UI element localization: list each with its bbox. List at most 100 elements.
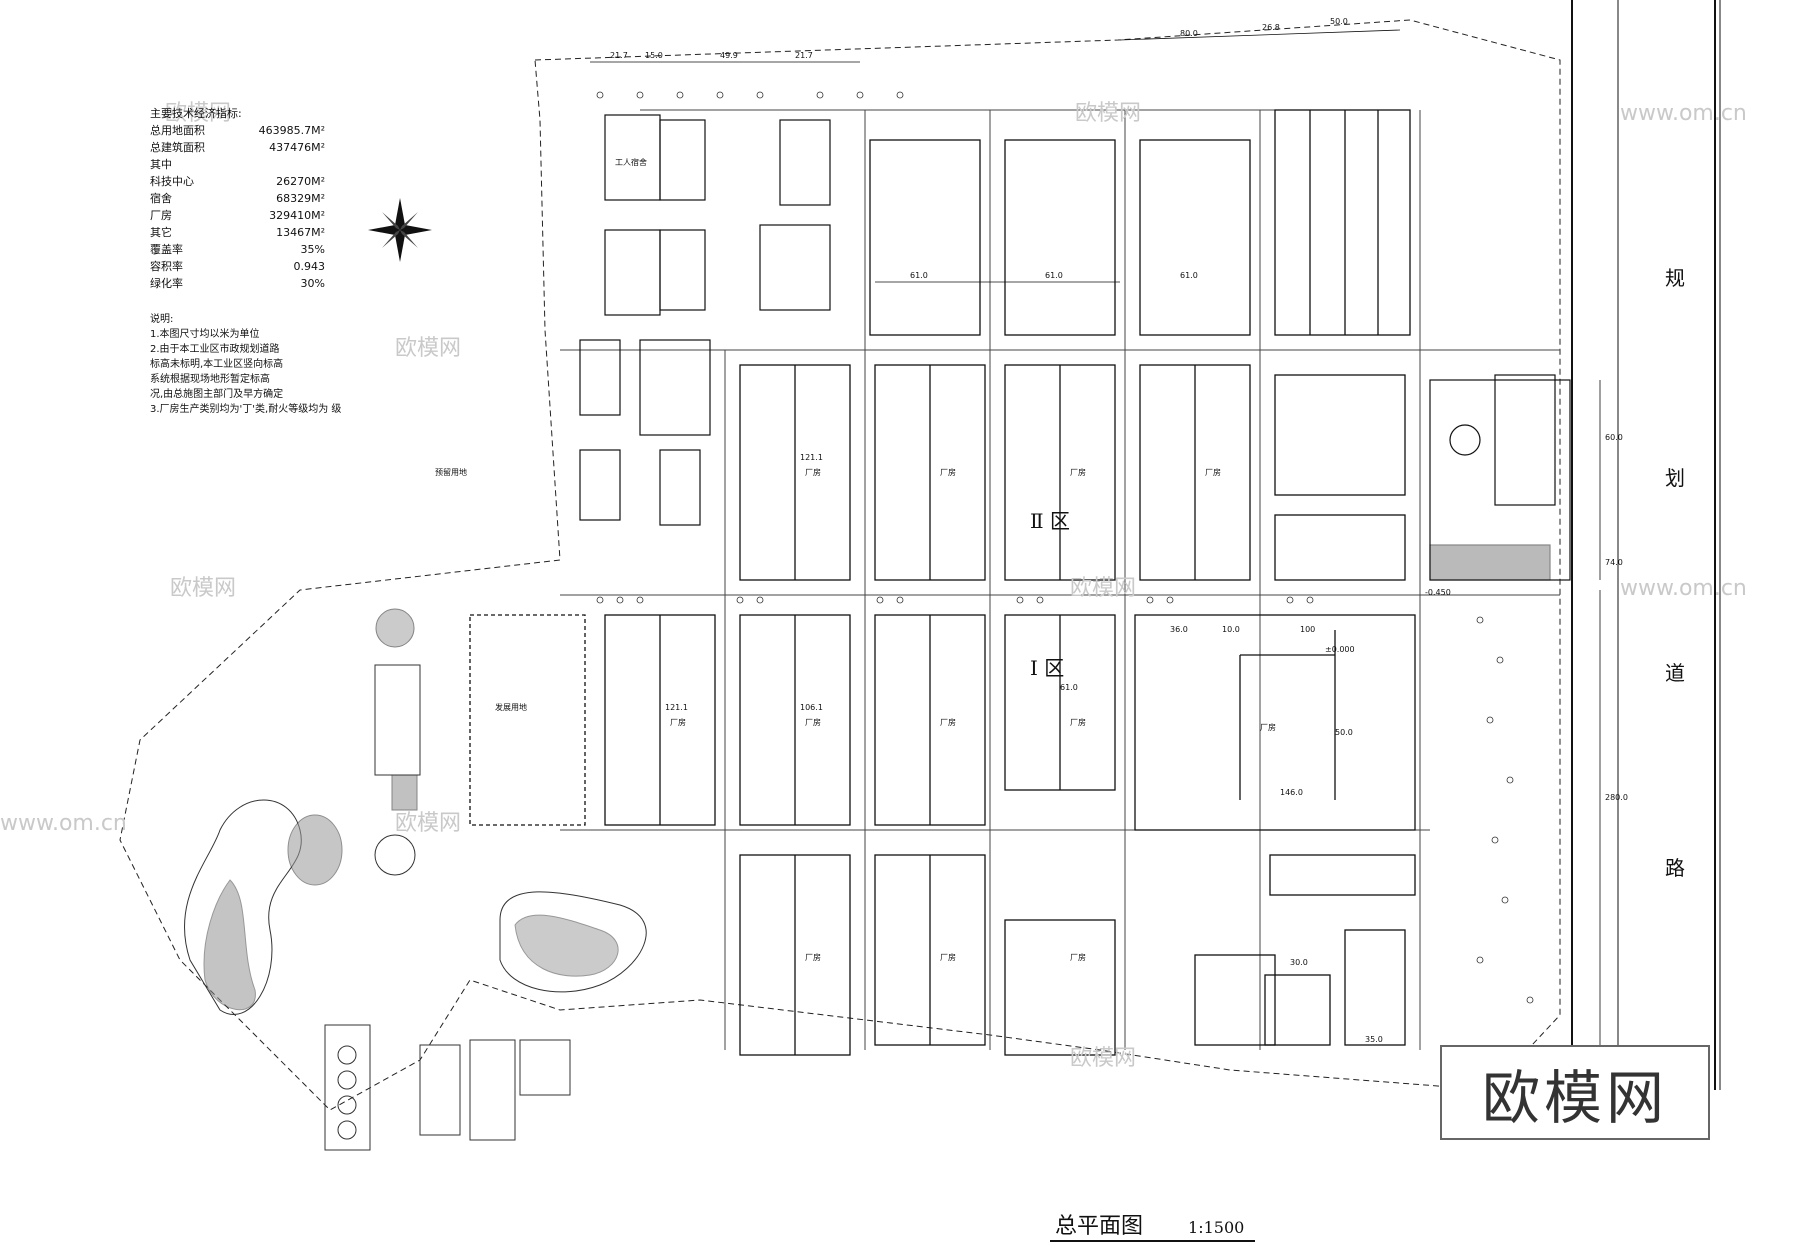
dimension-values: 21.7 15.0 49.9 21.7 80.0 26.8 50.0 61.0 … [610, 17, 1628, 1044]
stat-label: 其中 [150, 158, 172, 171]
zone-2-label: Ⅱ 区 [1030, 509, 1070, 533]
stat-label: 总用地面积 [150, 124, 205, 137]
title-underline [1050, 1240, 1255, 1242]
dim-text: 15.0 [645, 51, 663, 60]
note-line: 标高未标明,本工业区竖向标高 [150, 359, 284, 370]
drawing-title: 总平面图 1:1500 [1055, 1208, 1244, 1240]
dim-text: 21.7 [610, 51, 628, 60]
title-text: 总平面图 [1055, 1214, 1144, 1239]
dimension-lines [590, 29, 1601, 1050]
design-notes: 说明: 1.本图尺寸均以米为单位 2.由于本工业区市政规划道路 标高未标明,本工… [150, 312, 350, 417]
stat-value: 13467M² [276, 226, 325, 239]
stat-label: 宿舍 [150, 192, 172, 205]
factory-label: 厂房 [1205, 467, 1221, 477]
watermark: 欧模网 [395, 336, 461, 361]
dim-text: 121.1 [665, 703, 688, 712]
watermark: www.om.cn [1620, 576, 1747, 601]
stat-row: 总建筑面积 437476M² [150, 139, 325, 156]
dim-text: 60.0 [1605, 433, 1623, 442]
dim-text: 121.1 [800, 453, 823, 462]
watermark: 欧模网 [1070, 1046, 1136, 1071]
watermark: 欧模网 [170, 576, 236, 601]
dim-text: 61.0 [1045, 271, 1063, 280]
watermark: 欧模网 [165, 101, 231, 126]
stat-label: 总建筑面积 [150, 141, 205, 154]
stat-label: 科技中心 [150, 175, 194, 188]
stat-row: 总用地面积 463985.7M² [150, 122, 325, 139]
dim-text: 21.7 [795, 51, 813, 60]
factory-label: 厂房 [670, 717, 686, 727]
stat-label: 厂房 [150, 209, 172, 222]
zone-1-label: Ⅰ 区 [1030, 656, 1065, 680]
stat-row: 厂房 329410M² [150, 207, 325, 224]
stat-row: 科技中心 26270M² [150, 173, 325, 190]
road-char: 规 [1665, 266, 1685, 290]
factory-label: 厂房 [1070, 952, 1086, 962]
dim-text: 61.0 [1060, 683, 1078, 692]
dim-text: 49.9 [720, 51, 738, 60]
dormitory-blocks [579, 114, 831, 526]
stat-value: 30% [300, 277, 325, 290]
elevation-side: -0.450 [1425, 588, 1451, 597]
road-char: 划 [1665, 466, 1685, 490]
factory-label: 厂房 [940, 952, 956, 962]
factory-label: 厂房 [1070, 467, 1086, 477]
note-line: 3.厂房生产类别均为'丁'类,耐火等级均为 级 [150, 404, 342, 415]
dim-text: 74.0 [1605, 558, 1623, 567]
road-label: 规 划 道 路 [1665, 266, 1685, 880]
stat-row: 其中 [150, 156, 325, 173]
stat-value: 68329M² [276, 192, 325, 205]
note-line: 1.本图尺寸均以米为单位 [150, 329, 260, 340]
dim-text: 35.0 [1365, 1035, 1383, 1044]
factory-blocks-row-4 [739, 854, 1416, 1056]
factory-labels: 厂房 厂房 厂房 厂房 厂房 厂房 厂房 厂房 厂房 厂房 厂房 厂房 发展用地… [435, 157, 1451, 962]
dim-text: 61.0 [910, 271, 928, 280]
stat-value: 0.943 [293, 260, 326, 273]
stat-label: 覆盖率 [150, 243, 183, 256]
factory-blocks-row-1 [869, 109, 1411, 336]
park-area [184, 608, 647, 1151]
stat-value: 26270M² [276, 175, 325, 188]
dim-text: 100 [1300, 625, 1315, 634]
stat-label: 绿化率 [150, 277, 183, 290]
watermarks: 欧模网 欧模网 欧模网 欧模网 欧模网 欧模网 欧模网 www.om.cn ww… [0, 101, 1747, 1071]
dim-text: 50.0 [1330, 17, 1348, 26]
watermark: 欧模网 [1075, 101, 1141, 126]
road-char: 道 [1665, 661, 1685, 685]
stat-row: 宿舍 68329M² [150, 190, 325, 207]
north-arrow-icon [368, 198, 432, 262]
factory-label: 厂房 [805, 717, 821, 727]
internal-roads [560, 109, 1560, 1050]
note-line: 2.由于本工业区市政规划道路 [150, 344, 280, 355]
stat-value: 463985.7M² [258, 124, 325, 137]
tree-rows [596, 91, 1534, 1004]
dim-text: 30.0 [1290, 958, 1308, 967]
dim-text: 146.0 [1280, 788, 1303, 797]
watermark: www.om.cn [1620, 101, 1747, 126]
factory-label: 厂房 [940, 717, 956, 727]
dim-text: 106.1 [800, 703, 823, 712]
factory-blocks-row-3 [469, 614, 1416, 831]
dorm-label: 工人宿舍 [615, 157, 647, 167]
factory-label: 厂房 [940, 467, 956, 477]
stat-value: 329410M² [269, 209, 325, 222]
site-boundary [119, 19, 1561, 1111]
dim-text: 280.0 [1605, 793, 1628, 802]
notes-heading: 说明: [150, 314, 174, 325]
note-line: 系统根据现场地形暂定标高 [150, 374, 270, 385]
factory-label: 厂房 [805, 952, 821, 962]
stats-heading: 主要技术经济指标: [150, 107, 242, 120]
dev-land-label: 发展用地 [495, 702, 527, 712]
dim-text: 80.0 [1180, 29, 1198, 38]
factory-label: 厂房 [1260, 722, 1276, 732]
dim-text: 61.0 [1180, 271, 1198, 280]
stat-value: 437476M² [269, 141, 325, 154]
stat-row: 绿化率 30% [150, 275, 325, 292]
road-char: 路 [1665, 856, 1685, 880]
brand-logo: 欧模网 [1440, 1045, 1710, 1140]
reserved-land-label: 预留用地 [435, 467, 467, 477]
